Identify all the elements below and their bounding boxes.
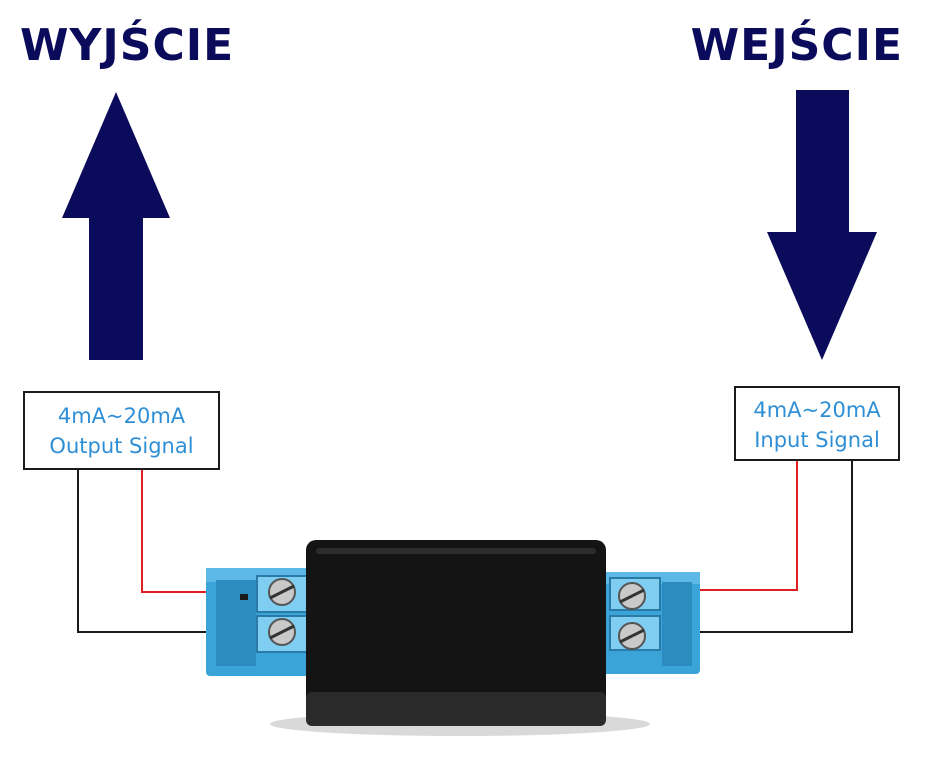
left-terminal-block: [206, 568, 316, 676]
input-positive-wire: [632, 461, 798, 591]
isolator-module: [206, 540, 700, 736]
output-signal-box: 4mA~20mA Output Signal: [23, 391, 220, 470]
input-negative-wire: [632, 461, 853, 633]
input-heading: WEJŚCIE: [690, 20, 903, 71]
input-signal-label: Input Signal: [754, 428, 880, 452]
input-arrow-down-icon: [767, 90, 877, 360]
input-signal-box: 4mA~20mA Input Signal: [734, 386, 900, 461]
output-signal-label: Output Signal: [49, 434, 194, 458]
output-arrow-up-icon: [62, 92, 170, 360]
output-heading: WYJŚCIE: [20, 20, 235, 71]
output-signal-range: 4mA~20mA: [57, 404, 186, 428]
right-terminal-block: [596, 572, 700, 674]
input-signal-range: 4mA~20mA: [753, 398, 881, 422]
